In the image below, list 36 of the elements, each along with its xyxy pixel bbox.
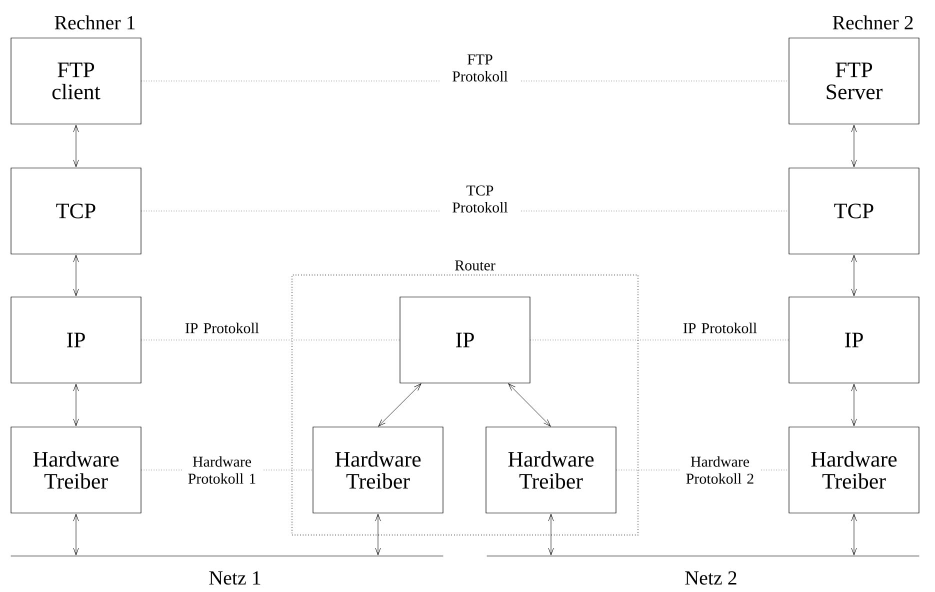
process-box: IP — [10, 296, 142, 384]
network-line: Netz 1 — [10, 556, 444, 585]
process-box: Hardware Treiber — [788, 426, 920, 514]
process-box: Hardware Treiber — [312, 426, 444, 514]
protocol-line — [141, 210, 789, 212]
node-label: Router — [455, 260, 496, 270]
arrow — [851, 514, 857, 556]
arrow — [73, 124, 79, 168]
column-heading: Rechner 2 — [832, 15, 913, 30]
column-heading: Rechner 1 — [54, 15, 135, 30]
edge-label: IP Protokoll — [182, 322, 262, 334]
edge-label: FTP Protokoll — [440, 54, 520, 82]
process-box: TCP — [10, 168, 142, 254]
edge-label: TCP Protokoll — [440, 184, 520, 214]
edge-label: IP Protokoll — [680, 322, 760, 334]
process-box: IP — [400, 296, 530, 384]
network-line: Netz 2 — [486, 556, 920, 585]
arrow — [851, 384, 857, 426]
process-box: FTP client — [10, 38, 142, 124]
process-box: Hardware Treiber — [486, 426, 616, 514]
process-box: FTP Server — [788, 38, 920, 124]
arrow — [73, 514, 79, 556]
arrow — [378, 384, 422, 426]
arrow — [548, 514, 554, 556]
arrow — [508, 384, 551, 426]
process-box: IP — [788, 296, 920, 384]
edge-label: Hardware Protokoll 2 — [680, 455, 760, 485]
process-box: TCP — [788, 168, 920, 254]
protocol-line — [141, 80, 789, 82]
arrow — [73, 384, 79, 426]
arrow — [375, 514, 381, 556]
edge-label: Hardware Protokoll 1 — [182, 455, 262, 485]
arrow — [851, 254, 857, 296]
arrow — [851, 124, 857, 168]
arrow — [73, 254, 79, 296]
process-box: Hardware Treiber — [10, 426, 142, 514]
